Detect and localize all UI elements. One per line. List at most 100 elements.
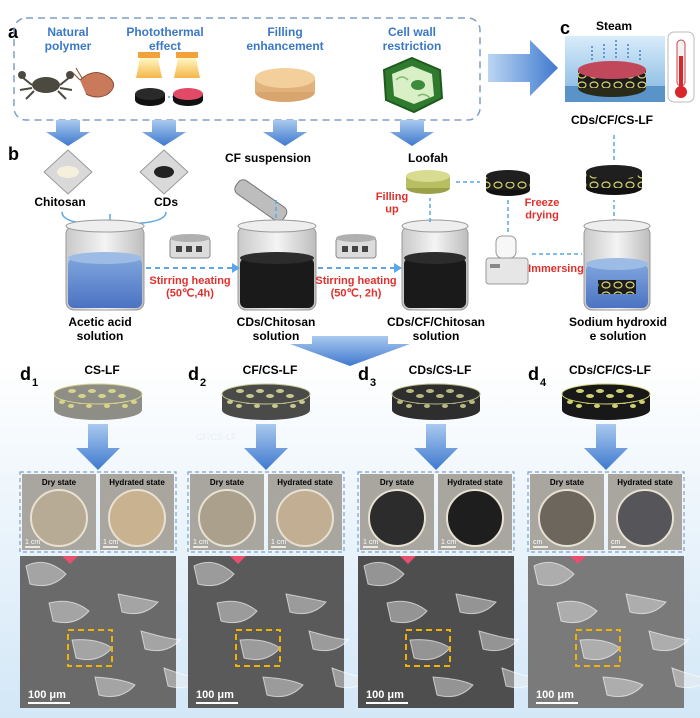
panel-d-letter: d [528, 364, 539, 384]
dry-state-label: Dry state [210, 478, 245, 487]
highlight-box [575, 629, 621, 667]
loofah-icon [406, 170, 450, 194]
immersing-label: Immersing [528, 263, 584, 275]
thermometer-icon [667, 31, 695, 103]
state-photo-pair: Dry state 1 cm Hydrated state 1 cm [19, 471, 177, 553]
steam-label: Steam [596, 19, 632, 33]
pink-marker-icon [62, 556, 78, 564]
cell-wall-icon [382, 56, 444, 114]
light-beam-icon [136, 52, 200, 78]
sample-down-arrow [76, 424, 120, 470]
sample-name: CDs/CF/CS-LF [569, 363, 651, 377]
pink-marker-icon [400, 556, 416, 564]
sample-foam-icon [221, 383, 311, 420]
crab-icon [18, 71, 74, 100]
sem-image: 100 μm [20, 556, 205, 708]
panel-d-letter: d [20, 364, 31, 384]
cds-powder-icon [139, 149, 189, 195]
cds-label: CDs [154, 195, 178, 209]
product-label: CDs/CF/CS-LF [571, 113, 653, 127]
disk-cold-icon [135, 88, 165, 106]
photo-scale-label: 1 cm [271, 539, 286, 546]
hydrated-state-label: Hydrated state [617, 478, 673, 487]
sem-scale-label: 100 μm [366, 689, 404, 701]
sem-scale-label: 100 μm [28, 689, 66, 701]
heating-arrow-2-head [394, 263, 402, 273]
panel-d-letter: d [358, 364, 369, 384]
dry-state-label: Dry state [380, 478, 415, 487]
dry-state-label: Dry state [42, 478, 77, 487]
pink-marker-icon [230, 556, 246, 564]
hydrated-state-label: Hydrated state [447, 478, 503, 487]
dry-state-label: Dry state [550, 478, 585, 487]
photo-scale-label: 1 cm [25, 539, 40, 546]
sample-down-arrow [244, 424, 288, 470]
photo-scale-label: 1 cm [193, 539, 208, 546]
sample-name: CDs/CS-LF [409, 363, 472, 377]
beaker-cds-chitosan [237, 219, 317, 311]
panel-a-dashed-box [13, 17, 481, 121]
sample-down-arrow [414, 424, 458, 470]
ghost-label: CF/CS-LF [196, 432, 237, 442]
hot-plate-icon-2 [335, 234, 377, 259]
sample-name: CS-LF [84, 363, 119, 377]
test-tube-icon [234, 179, 288, 222]
sem-image: 100 μm [528, 556, 700, 708]
sample-foam-icon [53, 383, 143, 420]
sample-name: CF/CS-LF [243, 363, 298, 377]
beaker-cds-cf-chitosan [401, 219, 469, 311]
panel-d-letter: d [188, 364, 199, 384]
arrow-to-panel-c [488, 40, 558, 96]
hydrated-state-label: Hydrated state [109, 478, 165, 487]
sem-scale-label: 100 μm [536, 689, 574, 701]
panel-d-subscript: 4 [540, 377, 547, 389]
highlight-box [67, 629, 113, 667]
hydrated-state-label: Hydrated state [277, 478, 333, 487]
heating-arrow-1-head [232, 263, 240, 273]
photo-scale-label: cm [533, 539, 543, 546]
stirring-heating-2: Stirring heating(50℃, 2h) [315, 275, 396, 300]
disk-hot-icon [173, 88, 203, 106]
sem-image: 100 μm [188, 556, 373, 708]
arrow-a-to-b-2 [142, 120, 186, 146]
state-photo-pair: Dry state 1 cm Hydrated state 1 cm [187, 471, 345, 553]
arrow-b-to-d [290, 336, 410, 366]
cf-suspension-label: CF suspension [225, 151, 311, 165]
highlight-box [405, 629, 451, 667]
sem-image: 100 μm [358, 556, 543, 708]
photo-scale-label: 1 cm [103, 539, 118, 546]
panel-b-letter: b [8, 144, 19, 164]
arrow-a-to-b-4 [390, 120, 434, 146]
solar-evaporator-scene [565, 36, 665, 102]
photo-scale-label: 1 cm [441, 539, 456, 546]
dried-foam-icon [486, 170, 530, 196]
arrow-a-to-b-1 [46, 120, 90, 146]
loofah-label: Loofah [408, 151, 448, 165]
photo-scale-label: 1 cm [363, 539, 378, 546]
panel-d-subscript: 2 [200, 377, 206, 389]
sample-foam-icon [561, 383, 651, 420]
highlight-box [235, 629, 281, 667]
freeze-dryer-icon [485, 235, 529, 285]
stirring-heating-1: Stirring heating(50℃,4h) [149, 275, 230, 300]
shrimp-icon [71, 67, 114, 98]
filled-sponge-icon [255, 68, 315, 102]
pink-marker-icon [570, 556, 586, 564]
hot-plate-icon-1 [169, 234, 211, 259]
